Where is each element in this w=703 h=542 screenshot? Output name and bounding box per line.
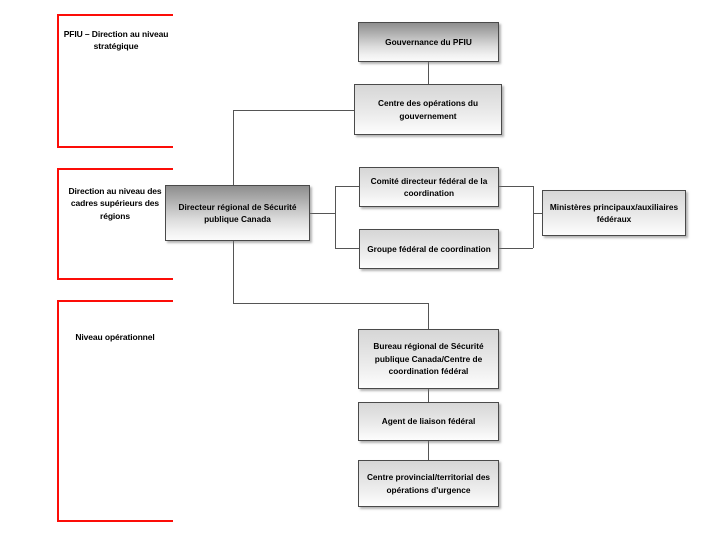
node-centre-provincial-territorial[interactable]: Centre provincial/territorial des opérat… — [358, 460, 499, 507]
node-agent-liaison-federal-label: Agent de liaison fédéral — [381, 416, 476, 427]
connector-groupe-right — [498, 248, 533, 249]
node-directeur-regional-label: Directeur régional de Sécurité publique … — [178, 201, 297, 224]
level-bracket-strategic — [57, 14, 173, 148]
connector-bureau-agent — [428, 389, 429, 402]
node-ministeres-federaux-label: Ministères principaux/auxiliaires fédéra… — [549, 201, 679, 224]
level-bracket-senior — [57, 168, 173, 280]
node-gouvernance-label: Gouvernance du PFIU — [385, 36, 472, 47]
connector-agent-centre — [428, 441, 429, 460]
level-label-strategic: PFIU – Direction au niveau stratégique — [63, 29, 169, 52]
node-directeur-regional[interactable]: Directeur régional de Sécurité publique … — [165, 185, 310, 241]
node-comite-directeur-federal-label: Comité directeur fédéral de la coordinat… — [370, 175, 488, 198]
node-centre-operations-gouvernement-label: Centre des opérations du gouvernement — [377, 98, 479, 121]
connector-gouvernance-cog — [428, 62, 429, 84]
connector-spine-bureau — [233, 303, 429, 304]
connector-junction-comite — [335, 186, 359, 187]
node-centre-operations-gouvernement[interactable]: Centre des opérations du gouvernement — [354, 84, 502, 135]
connector-comite-right — [498, 186, 533, 187]
node-bureau-regional[interactable]: Bureau régional de Sécurité publique Can… — [358, 329, 499, 389]
node-gouvernance[interactable]: Gouvernance du PFIU — [358, 22, 499, 62]
connector-spine-upper — [233, 110, 234, 185]
connector-junction-ministeres — [533, 213, 542, 214]
node-ministeres-federaux[interactable]: Ministères principaux/auxiliaires fédéra… — [542, 190, 686, 236]
connector-right-junction-vertical — [533, 186, 534, 248]
connector-cog-spine — [233, 110, 354, 111]
node-comite-directeur-federal[interactable]: Comité directeur fédéral de la coordinat… — [359, 167, 499, 207]
connector-junction-groupe — [335, 248, 359, 249]
node-bureau-regional-label: Bureau régional de Sécurité publique Can… — [373, 341, 484, 377]
connector-directeur-junction — [310, 213, 335, 214]
level-label-operational: Niveau opérationnel — [75, 332, 155, 342]
level-bracket-operational — [57, 300, 173, 522]
connector-junction-vertical — [335, 186, 336, 248]
connector-bureau-drop — [428, 303, 429, 329]
node-agent-liaison-federal[interactable]: Agent de liaison fédéral — [358, 402, 499, 441]
node-groupe-federal-coordination-label: Groupe fédéral de coordination — [367, 243, 491, 254]
connector-spine-lower — [233, 241, 234, 303]
level-label-senior: Direction au niveau des cadres supérieur… — [68, 186, 162, 221]
node-groupe-federal-coordination[interactable]: Groupe fédéral de coordination — [359, 229, 499, 269]
node-centre-provincial-territorial-label: Centre provincial/territorial des opérat… — [366, 472, 491, 495]
